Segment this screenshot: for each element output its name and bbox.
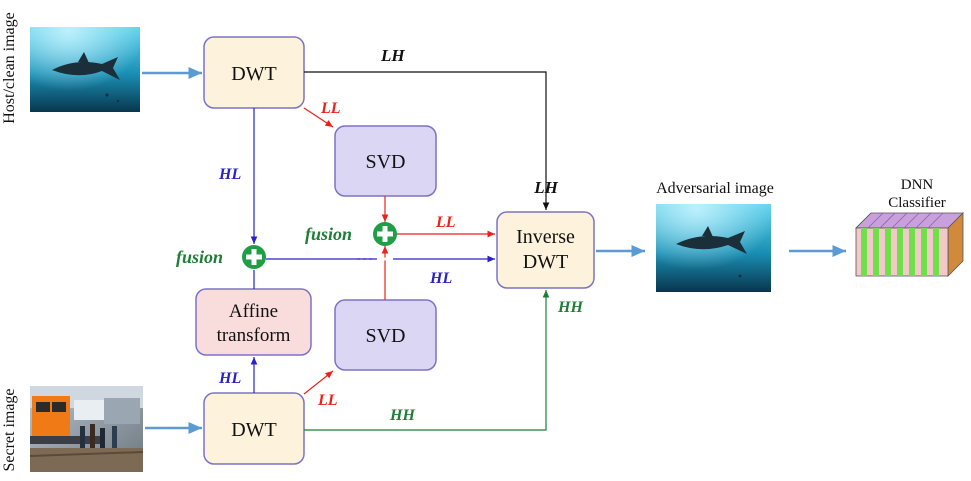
dnn-label-line1: DNN [901,177,934,193]
hh-edge [304,290,550,431]
lh-top-label: LH [380,46,405,65]
secret-image [29,386,144,472]
host-image [30,27,140,112]
fusion-left-label: fusion [176,247,223,267]
ll-top-edge [303,107,334,128]
inverse-dwt-box: Inverse DWT [496,211,595,289]
dwt-bottom-label: DWT [231,419,277,441]
svd-bottom-label: SVD [365,325,405,347]
secret-image-label: Secret image [1,388,18,471]
inverse-line1: Inverse [516,226,575,248]
dnn-classifier [855,212,964,277]
dwt-top-label: DWT [231,63,277,85]
ll-fuse-label: LL [435,214,456,231]
svd-top-box: SVD [334,125,437,197]
adversarial-image [656,204,771,292]
inverse-line2: DWT [523,251,569,273]
hl-top-label: HL [218,166,241,183]
svd-top-label: SVD [365,151,405,173]
dwt-bottom-box: DWT [203,392,305,465]
fusion-left-node [242,245,266,269]
hl-fuse-label: HL [429,270,452,287]
fusion-right-node [373,222,397,246]
ll-top-label: LL [320,100,341,117]
hl-bottom-label: HL [218,370,241,387]
affine-line1: Affine [229,301,278,322]
svd-bottom-box: SVD [334,299,437,371]
dwt-top-box: DWT [203,36,305,109]
host-image-label: Host/clean image [1,12,18,124]
ll-bottom-label: LL [317,392,338,409]
adversarial-image-label: Adversarial image [656,180,774,197]
lh-mid-label: LH [533,178,558,197]
dnn-label-line2: Classifier [888,195,946,211]
fusion-right-label: fusion [305,224,352,244]
affine-line2: transform [217,325,291,346]
hh-bottom-label: HH [389,407,415,424]
hh-right-label: HH [557,299,583,316]
affine-transform-box: Affine transform [195,288,312,356]
ll-bottom-edge [303,370,334,395]
lh-edge [304,71,550,210]
